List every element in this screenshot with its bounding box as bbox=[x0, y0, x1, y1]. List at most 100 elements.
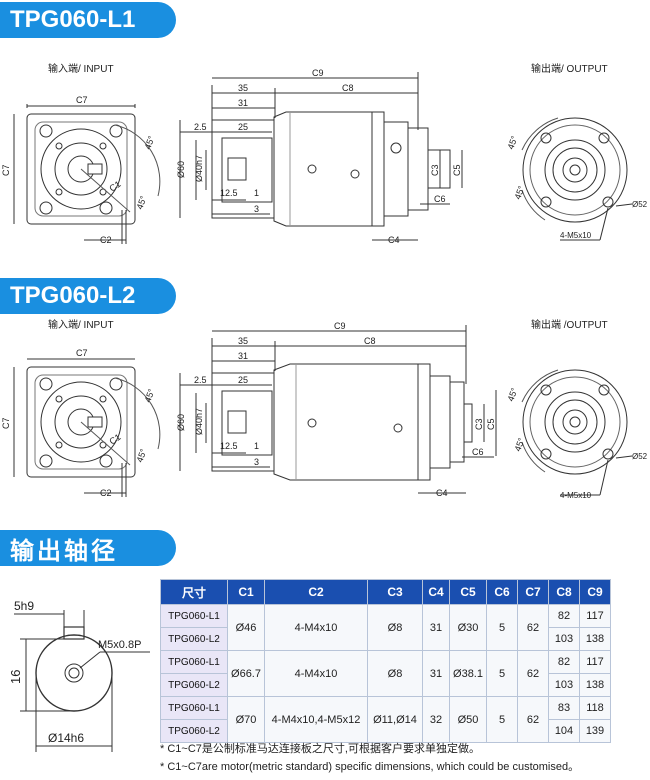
dim-25: 25 bbox=[238, 375, 248, 385]
dim-phi40: Ø40h7 bbox=[194, 155, 204, 182]
dim-31: 31 bbox=[238, 351, 248, 361]
out-angle-1: 45° bbox=[505, 386, 519, 403]
dim-c3: C3 bbox=[430, 164, 440, 176]
header-c9: C9 bbox=[579, 579, 611, 605]
dim-thread: 4-M5x10 bbox=[560, 231, 592, 240]
header-c1: C1 bbox=[227, 579, 265, 605]
c9-cell: 138 bbox=[579, 627, 611, 651]
c8-cell: 82 bbox=[548, 650, 580, 674]
dim-c4: C4 bbox=[388, 235, 400, 245]
c7-cell: 62 bbox=[517, 696, 549, 743]
shaft-diagram: 5h9 16 M5x0.8P Ø14h6 bbox=[8, 599, 150, 752]
c5-cell: Ø50 bbox=[449, 696, 487, 743]
input-label: 输入端/ INPUT bbox=[48, 62, 114, 75]
note-cn: * C1~C7是公制标准马达连接板之尺寸,可根据客户要求单独定做。 bbox=[160, 743, 480, 755]
spec-table: 尺寸 C1 C2 C3 C4 C5 C6 C7 C8 C9 TPG060-L1 … bbox=[160, 579, 611, 743]
output-label: 输出端/ OUTPUT bbox=[531, 62, 608, 75]
dim-12-5: 12.5 bbox=[220, 188, 238, 198]
c4-cell: 31 bbox=[422, 604, 450, 651]
c1-cell: Ø46 bbox=[227, 604, 265, 651]
dim-c2: C2 bbox=[100, 235, 112, 245]
out-angle-2: 45° bbox=[512, 184, 526, 201]
header-size: 尺寸 bbox=[160, 579, 228, 605]
header-c3: C3 bbox=[367, 579, 423, 605]
dim-thread: 4-M5x10 bbox=[560, 491, 592, 500]
dim-3: 3 bbox=[254, 204, 259, 214]
note-en: * C1~C7are motor(metric standard) specif… bbox=[160, 761, 580, 773]
table-row: TPG060-L2 103 138 bbox=[160, 627, 611, 651]
model-cell: TPG060-L1 bbox=[160, 604, 228, 628]
dim-c9: C9 bbox=[312, 68, 324, 78]
c5-cell: Ø38.1 bbox=[449, 650, 487, 697]
c4-cell: 32 bbox=[422, 696, 450, 743]
c2-cell: 4-M4x10,4-M5x12 bbox=[264, 696, 368, 743]
c9-cell: 139 bbox=[579, 719, 611, 743]
c9-cell: 117 bbox=[579, 604, 611, 628]
dim-c6: C6 bbox=[472, 447, 484, 457]
drawing-l1: 输入端/ INPUT 输出端/ OUTPUT C7 C7 C1 C2 45° 4… bbox=[1, 62, 648, 245]
dim-c7-top: C7 bbox=[76, 348, 88, 358]
header-c2: C2 bbox=[264, 579, 368, 605]
dim-c1: C1 bbox=[107, 179, 122, 194]
c9-cell: 138 bbox=[579, 673, 611, 697]
c3-cell: Ø11,Ø14 bbox=[367, 696, 423, 743]
dim-12-5: 12.5 bbox=[220, 441, 238, 451]
shaft-height: 16 bbox=[8, 670, 23, 684]
dim-phi60: Ø60 bbox=[176, 161, 186, 178]
input-label: 输入端/ INPUT bbox=[48, 318, 114, 331]
c9-cell: 117 bbox=[579, 650, 611, 674]
dim-c5: C5 bbox=[486, 418, 496, 430]
header-c8: C8 bbox=[548, 579, 580, 605]
c6-cell: 5 bbox=[486, 604, 518, 651]
c8-cell: 104 bbox=[548, 719, 580, 743]
c9-cell: 118 bbox=[579, 696, 611, 720]
c2-cell: 4-M4x10 bbox=[264, 650, 368, 697]
dim-phi52: Ø52 bbox=[632, 452, 648, 461]
dim-c3: C3 bbox=[474, 418, 484, 430]
dim-35: 35 bbox=[238, 83, 248, 93]
dim-1: 1 bbox=[254, 441, 259, 451]
c3-cell: Ø8 bbox=[367, 650, 423, 697]
section-title-l2: TPG060-L2 bbox=[0, 278, 176, 314]
c5-cell: Ø30 bbox=[449, 604, 487, 651]
model-cell: TPG060-L2 bbox=[160, 719, 228, 743]
shaft-diameter: Ø14h6 bbox=[48, 731, 84, 745]
dim-35: 35 bbox=[238, 336, 248, 346]
header-c7: C7 bbox=[517, 579, 549, 605]
out-angle-2: 45° bbox=[512, 436, 526, 453]
table-row: TPG060-L1 Ø46 4-M4x10 Ø8 31 Ø30 5 62 82 … bbox=[160, 604, 611, 651]
dim-angle-2: 45° bbox=[134, 447, 148, 464]
dim-angle-1: 45° bbox=[142, 134, 156, 151]
shaft-thread: M5x0.8P bbox=[98, 639, 141, 651]
dim-c2: C2 bbox=[100, 488, 112, 498]
dim-2-5: 2.5 bbox=[194, 375, 207, 385]
spec-table-header: 尺寸 C1 C2 C3 C4 C5 C6 C7 C8 C9 bbox=[160, 579, 611, 605]
dim-c7-side: C7 bbox=[1, 417, 11, 429]
dim-phi40: Ø40h7 bbox=[194, 408, 204, 435]
dim-2-5: 2.5 bbox=[194, 122, 207, 132]
dim-c1: C1 bbox=[107, 432, 122, 447]
dim-phi60: Ø60 bbox=[176, 414, 186, 431]
table-row: TPG060-L1 Ø70 4-M4x10,4-M5x12 Ø11,Ø14 32… bbox=[160, 696, 611, 743]
model-cell: TPG060-L2 bbox=[160, 627, 228, 651]
dim-c5: C5 bbox=[452, 164, 462, 176]
dim-c8: C8 bbox=[364, 336, 376, 346]
header-c5: C5 bbox=[449, 579, 487, 605]
c6-cell: 5 bbox=[486, 696, 518, 743]
output-label: 输出端 /OUTPUT bbox=[531, 318, 608, 331]
header-c6: C6 bbox=[486, 579, 518, 605]
dim-c4: C4 bbox=[436, 488, 448, 498]
section-title-l1: TPG060-L1 bbox=[0, 2, 176, 38]
dim-angle-2: 45° bbox=[134, 194, 148, 211]
c3-cell: Ø8 bbox=[367, 604, 423, 651]
dim-phi52: Ø52 bbox=[632, 200, 648, 209]
dim-3: 3 bbox=[254, 457, 259, 467]
dim-c6: C6 bbox=[434, 194, 446, 204]
model-cell: TPG060-L1 bbox=[160, 650, 228, 674]
dim-31: 31 bbox=[238, 98, 248, 108]
model-cell: TPG060-L1 bbox=[160, 696, 228, 720]
dim-c7-side: C7 bbox=[1, 164, 11, 176]
shaft-key-width: 5h9 bbox=[14, 599, 34, 613]
dim-c7-top: C7 bbox=[76, 95, 88, 105]
c7-cell: 62 bbox=[517, 604, 549, 651]
